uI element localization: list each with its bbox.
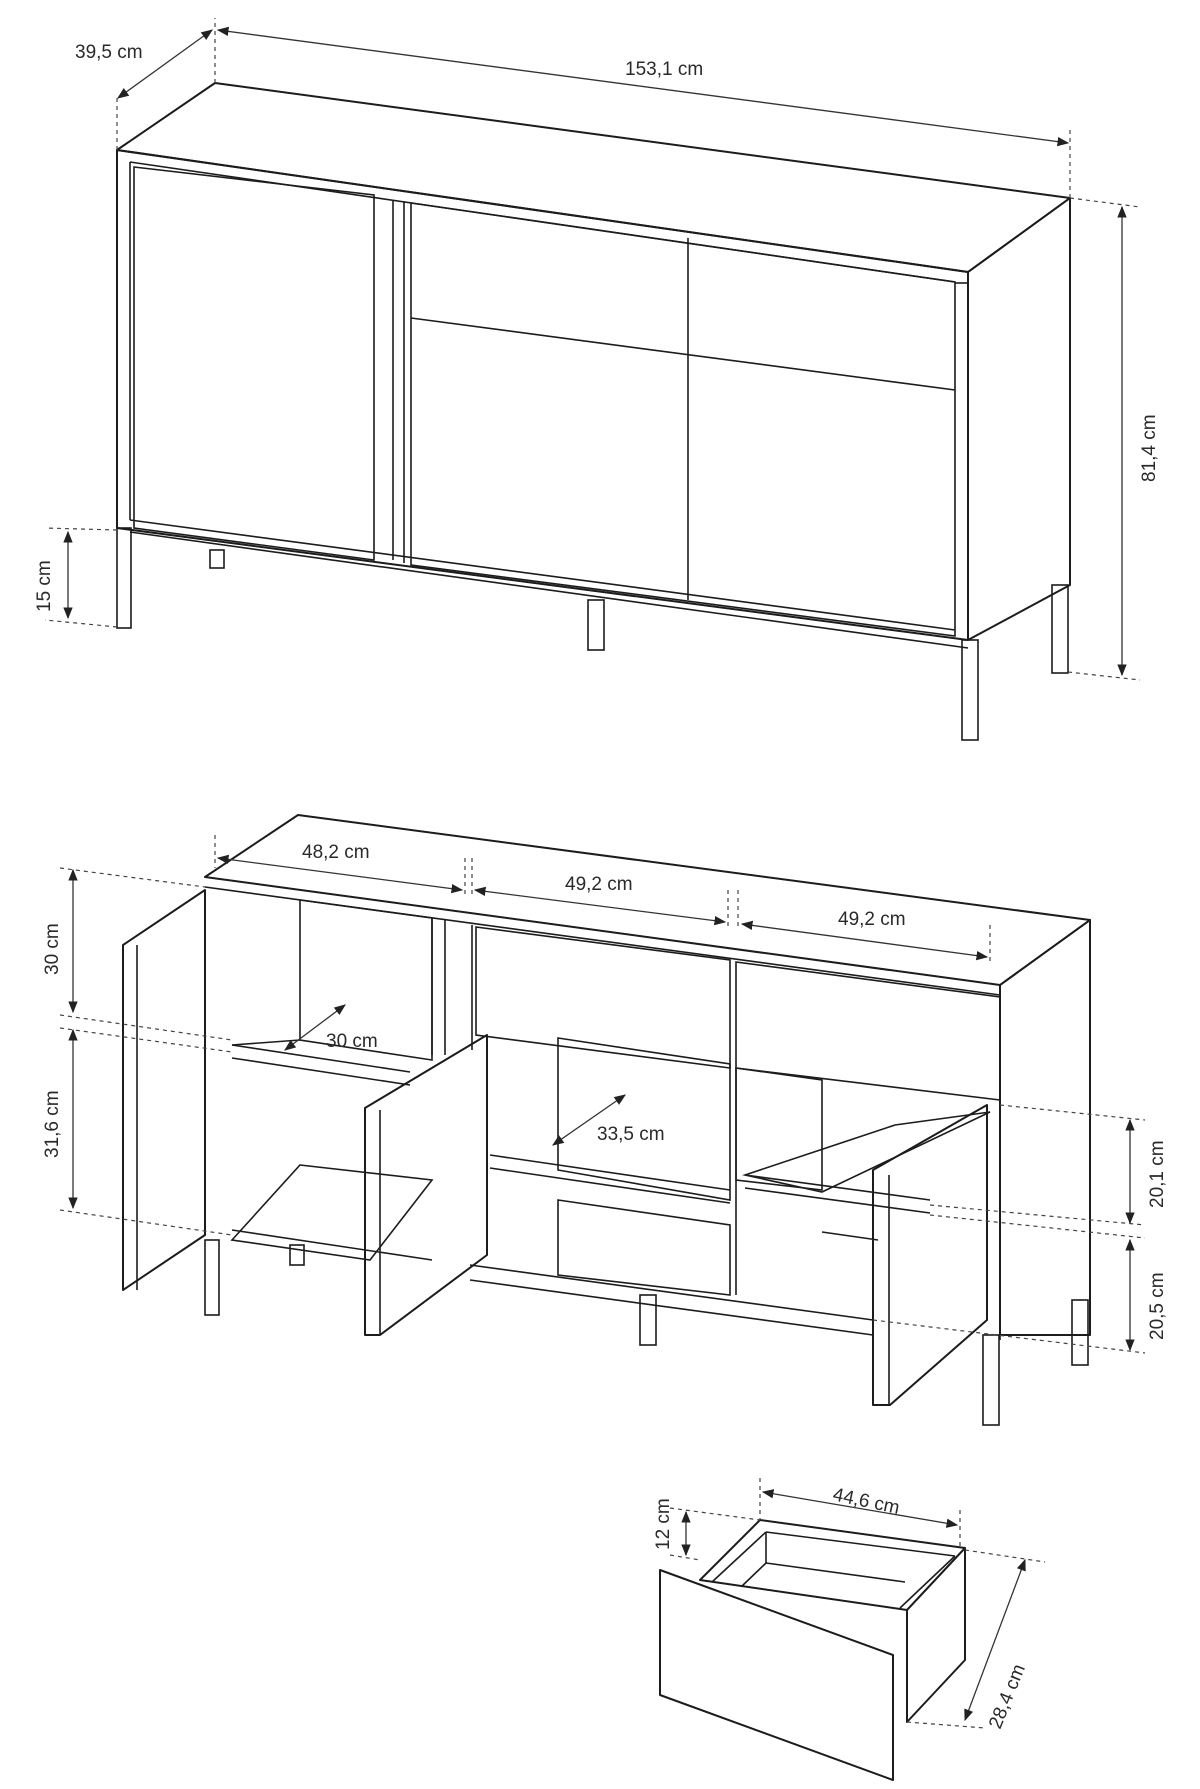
front-face: [116, 149, 969, 641]
left-door: [133, 166, 375, 561]
left-door-open: [122, 889, 206, 1291]
middle-width-label: 49,2 cm: [565, 874, 633, 895]
top-panel: [116, 82, 1071, 273]
middle-shelf-depth-dimension-line: [552, 1094, 626, 1146]
drawer-body: [699, 1519, 966, 1611]
drawer-width-label: 44,6 cm: [831, 1484, 901, 1519]
right-width-dimension-line: [740, 920, 989, 961]
left-width-label: 48,2 cm: [302, 842, 370, 863]
lower-right-height-label: 20,5 cm: [1147, 1272, 1168, 1340]
open-dimensions: 48,2 cm 49,2 cm 49,2 cm 30 cm 31,6 cm 30…: [42, 835, 1168, 1354]
left-shelf-depth-dimension-line: [284, 1004, 346, 1051]
right-width-label: 49,2 cm: [838, 909, 906, 930]
open-sideboard: [122, 814, 1091, 1426]
width-label: 153,1 cm: [625, 59, 703, 80]
right-door-open: [872, 1104, 988, 1406]
open-right-side: [999, 919, 1091, 1336]
left-shelf-depth-label: 30 cm: [326, 1031, 378, 1052]
drawer-width-dimension-line: [761, 1489, 959, 1528]
closed-sideboard: [116, 82, 1071, 741]
depth-label: 39,5 cm: [75, 42, 143, 63]
upper-right-height-label: 20,1 cm: [1147, 1140, 1168, 1208]
left-width-dimension-line: [216, 854, 464, 894]
drawer: [659, 1519, 966, 1781]
upper-left-height-label: 30 cm: [42, 923, 63, 975]
middle-shelf-depth-label: 33,5 cm: [597, 1124, 665, 1145]
open-right-drawer: [735, 961, 1001, 1101]
open-top-panel: [204, 814, 1091, 986]
width-dimension-line: [216, 26, 1070, 147]
closed-dimensions: 39,5 cm 153,1 cm 81,4 cm 15 cm: [34, 18, 1160, 681]
open-middle-drawer: [475, 926, 731, 1069]
drawer-split: [410, 317, 956, 391]
drawer-height-label: 12 cm: [653, 1498, 674, 1550]
lower-left-height-label: 31,6 cm: [42, 1090, 63, 1158]
drawer-front: [659, 1569, 894, 1781]
leg-height-label: 15 cm: [34, 560, 55, 612]
leg-front-right: [961, 639, 979, 741]
height-label: 81,4 cm: [1139, 414, 1160, 482]
middle-width-dimension-line: [473, 886, 727, 926]
drawer-depth-label: 28,4 cm: [985, 1661, 1030, 1732]
leg-back-right: [1051, 584, 1069, 674]
drawer-dimensions: 44,6 cm 12 cm 28,4 cm: [653, 1478, 1046, 1732]
depth-dimension-line: [117, 29, 213, 99]
drawer-depth-dimension-line: [964, 1558, 1026, 1722]
center-door-open: [364, 1034, 488, 1336]
right-section: [410, 202, 956, 637]
leg-front-left: [116, 527, 132, 629]
leg-center: [587, 599, 605, 651]
right-side: [967, 197, 1071, 641]
